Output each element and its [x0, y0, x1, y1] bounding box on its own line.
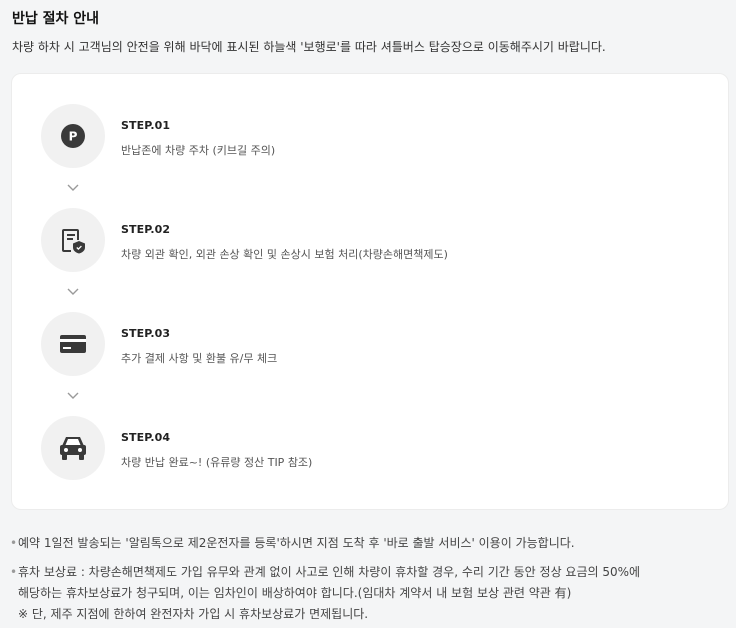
steps-card: P STEP.01 반납존에 차량 주차 (키브길 주의) STEP.02 차량…	[11, 73, 729, 510]
step-1-description: 반납존에 차량 주차 (키브길 주의)	[121, 144, 276, 157]
notice-item: • 예약 1일전 발송되는 '알림톡으로 제2운전자를 등록'하시면 지점 도착…	[10, 533, 730, 554]
step-1: P STEP.01 반납존에 차량 주차 (키브길 주의)	[41, 104, 541, 168]
notice-item: • 휴차 보상료 : 차량손해면책제도 가입 유무와 관계 없이 사고로 인해 …	[10, 562, 730, 583]
chevron-down-icon	[67, 184, 79, 191]
step-1-icon-circle: P	[41, 104, 105, 168]
step-2-description: 차량 외관 확인, 외관 손상 확인 및 손상시 보험 처리(차량손해면책제도)	[121, 248, 448, 261]
step-3-icon-circle	[41, 312, 105, 376]
svg-text:P: P	[69, 130, 78, 144]
step-2-label: STEP.02	[121, 223, 171, 236]
car-icon	[60, 437, 86, 460]
step-4: STEP.04 차량 반납 완료~! (유류량 정산 TIP 참조)	[41, 416, 541, 480]
notice-text: 휴차 보상료 : 차량손해면책제도 가입 유무와 관계 없이 사고로 인해 차량…	[18, 565, 641, 579]
notice-list: • 예약 1일전 발송되는 '알림톡으로 제2운전자를 등록'하시면 지점 도착…	[10, 533, 730, 625]
chevron-down-icon	[67, 392, 79, 399]
chevron-down-icon	[67, 288, 79, 295]
notice-text: 예약 1일전 발송되는 '알림톡으로 제2운전자를 등록'하시면 지점 도착 후…	[18, 536, 575, 550]
step-1-label: STEP.01	[121, 119, 171, 132]
document-shield-icon	[62, 229, 85, 254]
bullet: •	[10, 536, 18, 550]
credit-card-icon	[60, 335, 86, 353]
page-subtitle: 차량 하차 시 고객님의 안전을 위해 바닥에 표시된 하늘색 '보행로'를 따…	[12, 40, 606, 54]
step-4-label: STEP.04	[121, 431, 171, 444]
bullet: •	[10, 565, 18, 579]
step-3-label: STEP.03	[121, 327, 171, 340]
step-4-description: 차량 반납 완료~! (유류량 정산 TIP 참조)	[121, 456, 313, 469]
step-4-icon-circle	[41, 416, 105, 480]
step-3: STEP.03 추가 결제 사항 및 환불 유/무 체크	[41, 312, 541, 376]
page-title: 반납 절차 안내	[12, 11, 100, 27]
notice-text-continued: 해당하는 휴차보상료가 청구되며, 이는 임차인이 배상하여야 합니다.(임대차…	[18, 586, 572, 600]
step-3-description: 추가 결제 사항 및 환불 유/무 체크	[121, 352, 278, 365]
step-2-icon-circle	[41, 208, 105, 272]
parking-icon: P	[61, 124, 85, 148]
notice-footnote: ※ 단, 제주 지점에 한하여 완전자차 가입 시 휴차보상료가 면제됩니다.	[18, 607, 369, 621]
step-2: STEP.02 차량 외관 확인, 외관 손상 확인 및 손상시 보험 처리(차…	[41, 208, 541, 272]
